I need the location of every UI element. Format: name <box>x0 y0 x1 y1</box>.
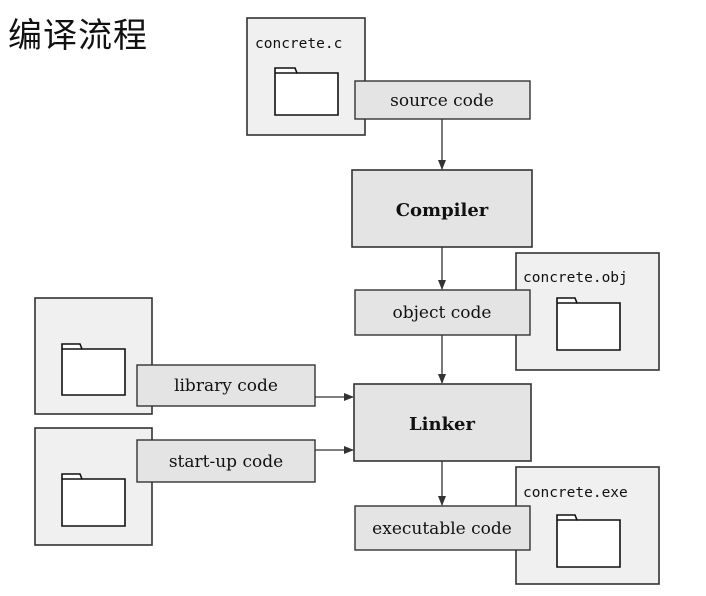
library-folder-icon <box>61 343 126 396</box>
startup-file-box <box>34 427 153 546</box>
compiler-label: Compiler <box>396 200 489 221</box>
library-code-label-box <box>136 364 316 407</box>
startup-code-label: start-up code <box>169 452 283 472</box>
source-file-name: concrete.c <box>255 36 342 52</box>
executable-file-box: concrete.exe <box>515 466 660 585</box>
executable-code-label: executable code <box>372 519 512 539</box>
library-file-box <box>34 297 153 415</box>
object-code-label: object code <box>393 303 492 323</box>
object-file-box: concrete.obj <box>515 252 660 371</box>
object-folder-icon <box>556 297 621 351</box>
library-code-label: library code <box>174 376 278 396</box>
object-file-name: concrete.obj <box>523 270 628 286</box>
startup-code-label-box <box>136 439 316 483</box>
compiler-box <box>351 169 533 248</box>
source-file-box: concrete.c <box>246 17 366 136</box>
linker-box <box>353 383 532 462</box>
source-folder-icon <box>274 67 339 116</box>
startup-folder-icon <box>61 473 126 527</box>
executable-code-label-box <box>354 505 531 551</box>
executable-file-name: concrete.exe <box>523 485 628 501</box>
linker-label: Linker <box>409 414 476 435</box>
page-title: 编译流程 <box>8 16 148 56</box>
source-code-label: source code <box>390 91 494 111</box>
object-code-label-box <box>354 289 531 336</box>
executable-folder-icon <box>556 514 621 568</box>
